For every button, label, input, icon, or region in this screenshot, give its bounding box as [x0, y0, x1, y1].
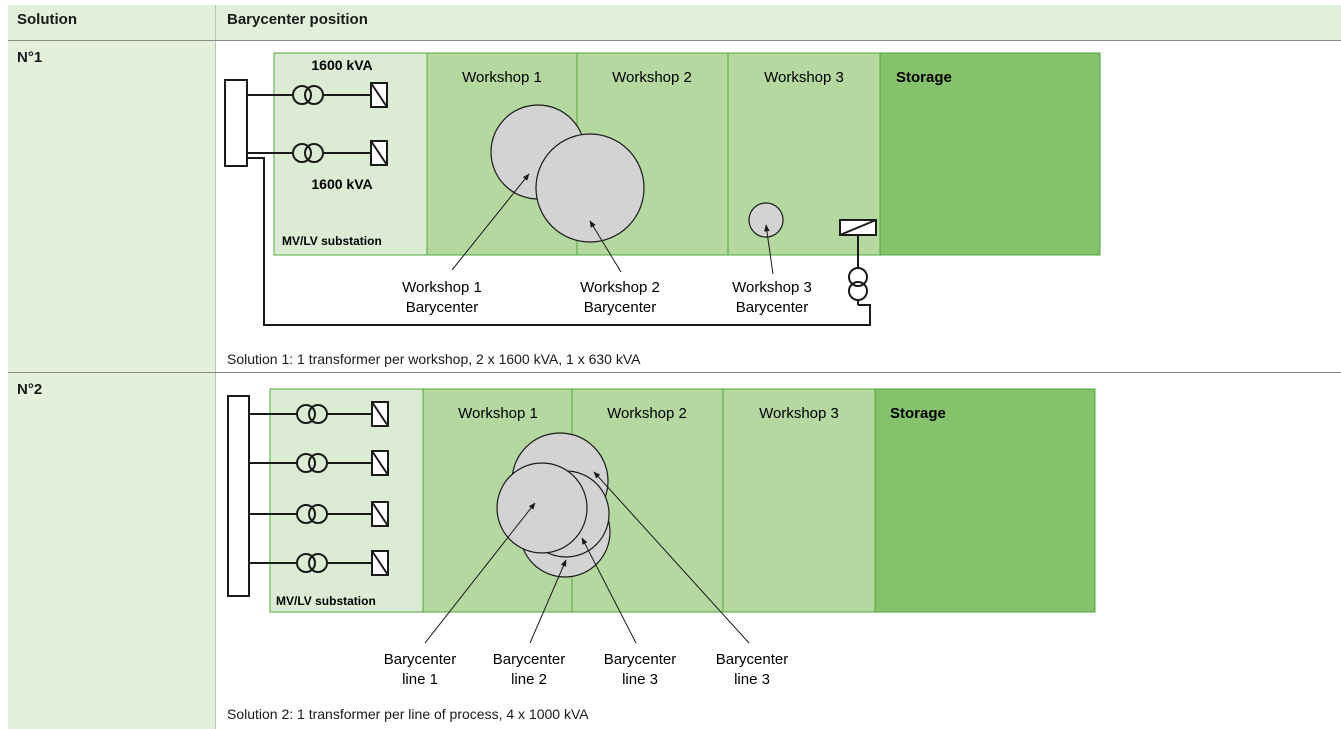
solution-1-diagram: Workshop 1 Workshop 2 Workshop 3 Storage…: [224, 52, 1101, 326]
storage-zone: [879, 52, 1101, 256]
barycenter-workshop-2: [535, 133, 645, 243]
barycenter-callout: Barycenter: [584, 299, 657, 316]
transformer-icon: [292, 140, 388, 166]
barycenter-callout: Barycenter: [384, 651, 457, 668]
zone-label: Workshop 3: [764, 69, 844, 86]
transformer-icon: [839, 219, 877, 314]
kva-rating-label: 1600 kVA: [311, 176, 372, 192]
row-divider: [8, 372, 1341, 373]
solution-2-caption: Solution 2: 1 transformer per line of pr…: [227, 706, 589, 722]
header-barycenter-position: Barycenter position: [227, 11, 368, 28]
transformer-icon: [249, 401, 389, 427]
barycenter-callout: Workshop 2: [580, 279, 660, 296]
kva-rating-label: 1600 kVA: [311, 57, 372, 73]
zone-label: Workshop 1: [462, 69, 542, 86]
transformer-icon: [249, 550, 389, 576]
zone-label: Workshop 2: [612, 69, 692, 86]
barycenter-callout: line 2: [511, 671, 547, 688]
barycenter-callout: line 1: [402, 671, 438, 688]
mv-busbar: [224, 79, 248, 167]
barycenter-callout: Workshop 1: [402, 279, 482, 296]
solution-1-caption: Solution 1: 1 transformer per workshop, …: [227, 351, 641, 367]
barycenter-workshop-3: [748, 202, 784, 238]
mv-busbar: [227, 395, 250, 597]
storage-zone: [874, 388, 1096, 613]
zone-label: Workshop 3: [759, 405, 839, 422]
zone-label: Storage: [896, 69, 952, 86]
zone-label: Workshop 2: [607, 405, 687, 422]
header-divider: [8, 40, 1341, 41]
barycenter-callout: Barycenter: [716, 651, 789, 668]
transformer-icon: [249, 450, 389, 476]
substation-label: MV/LV substation: [282, 234, 382, 248]
solution-1-label: N°1: [17, 49, 43, 66]
barycenter-callout: Barycenter: [493, 651, 566, 668]
header-solution: Solution: [17, 11, 77, 28]
mv-feeder-cable: [247, 157, 871, 326]
barycenter-callout: Barycenter: [604, 651, 677, 668]
transformer-icon: [249, 501, 389, 527]
column-divider: [215, 5, 216, 729]
barycenter-callout: Barycenter: [736, 299, 809, 316]
barycenter-callout: line 3: [622, 671, 658, 688]
substation-zone: [269, 388, 424, 613]
barycenter-callout: Barycenter: [406, 299, 479, 316]
substation-label: MV/LV substation: [276, 594, 376, 608]
zone-label: Storage: [890, 405, 946, 422]
solution-column-bg: [8, 40, 215, 729]
workshop-3-zone: [722, 388, 876, 613]
solution-2-label: N°2: [17, 381, 43, 398]
zone-label: Workshop 1: [458, 405, 538, 422]
barycenter-callout: Workshop 3: [732, 279, 812, 296]
barycenter-callout: line 3: [734, 671, 770, 688]
solution-2-diagram: Workshop 1 Workshop 2 Workshop 3 Storage…: [227, 388, 1096, 688]
transformer-icon: [292, 82, 388, 108]
barycenter-line-1: [496, 462, 588, 554]
table-header-row: [8, 5, 1341, 40]
